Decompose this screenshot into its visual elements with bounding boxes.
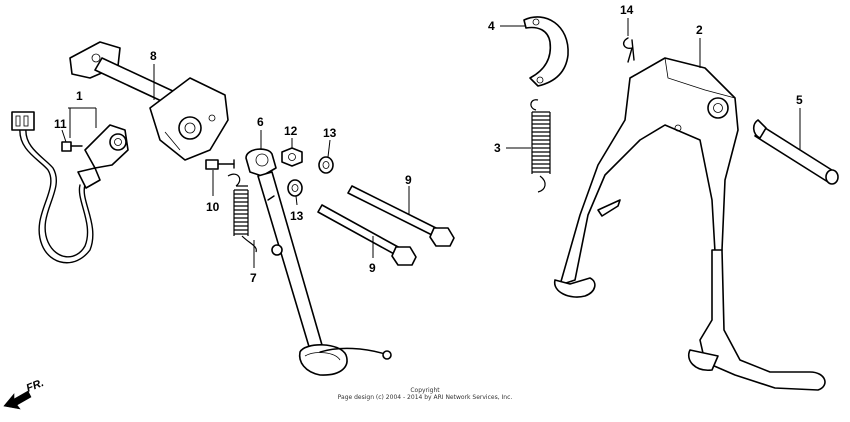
callout-13-upper: 13 xyxy=(323,126,337,158)
callout-7: 7 xyxy=(250,240,257,285)
front-direction-label: FR. xyxy=(25,377,46,395)
front-arrow-icon xyxy=(3,390,32,410)
callout-3: 3 xyxy=(494,141,531,155)
callout-label-14: 14 xyxy=(620,3,634,17)
callout-11: 11 xyxy=(54,117,67,143)
callout-6: 6 xyxy=(257,115,264,150)
callout-label-9-upper: 9 xyxy=(405,173,412,187)
callout-14: 14 xyxy=(620,3,634,36)
callout-label-6: 6 xyxy=(257,115,264,129)
callout-label-3: 3 xyxy=(494,141,501,155)
clip-14-part xyxy=(622,37,635,63)
callout-2: 2 xyxy=(696,23,703,68)
callout-label-4: 4 xyxy=(488,19,495,33)
copyright-line-1: Copyright xyxy=(410,387,440,394)
shaft-5-part xyxy=(752,119,839,185)
bolt-9-lower-part xyxy=(317,204,417,266)
callout-10: 10 xyxy=(206,170,220,214)
front-direction-indicator: FR. xyxy=(3,377,46,410)
side-stand-part xyxy=(245,148,392,376)
callout-label-11: 11 xyxy=(54,117,67,131)
callout-5: 5 xyxy=(796,93,803,150)
callout-label-8: 8 xyxy=(150,49,157,63)
callout-label-2: 2 xyxy=(696,23,703,37)
callout-13-lower: 13 xyxy=(290,195,304,223)
stopper-4-part xyxy=(523,16,569,87)
callout-8: 8 xyxy=(150,49,157,100)
callout-label-5: 5 xyxy=(796,93,803,107)
callout-12: 12 xyxy=(284,124,298,148)
callout-label-12: 12 xyxy=(284,124,298,138)
washer-13-lower-part xyxy=(287,179,303,197)
callout-label-7: 7 xyxy=(250,271,257,285)
pivot-bracket-part xyxy=(69,41,229,161)
callout-label-10: 10 xyxy=(206,200,220,214)
pin-10-part xyxy=(205,159,235,170)
callout-9-upper: 9 xyxy=(405,173,412,214)
callout-label-1: 1 xyxy=(76,89,83,103)
washer-13-upper-part xyxy=(318,156,334,174)
callout-1: 1 xyxy=(68,89,97,138)
side-stand-switch-part xyxy=(11,111,129,264)
bolt-11-part xyxy=(61,141,83,152)
main-stand-part xyxy=(554,57,826,391)
nut-12-part xyxy=(281,147,303,167)
callout-label-13-lower: 13 xyxy=(290,209,304,223)
copyright-line-2: Page design (c) 2004 - 2014 by ARI Netwo… xyxy=(338,394,513,401)
spring-3-part xyxy=(530,99,551,193)
spring-7-part xyxy=(227,173,257,253)
callout-label-9-lower: 9 xyxy=(369,261,376,275)
bolt-9-upper-part xyxy=(347,185,455,247)
callout-9-lower: 9 xyxy=(369,236,376,275)
callout-label-13-upper: 13 xyxy=(323,126,337,140)
callout-4: 4 xyxy=(488,19,526,33)
